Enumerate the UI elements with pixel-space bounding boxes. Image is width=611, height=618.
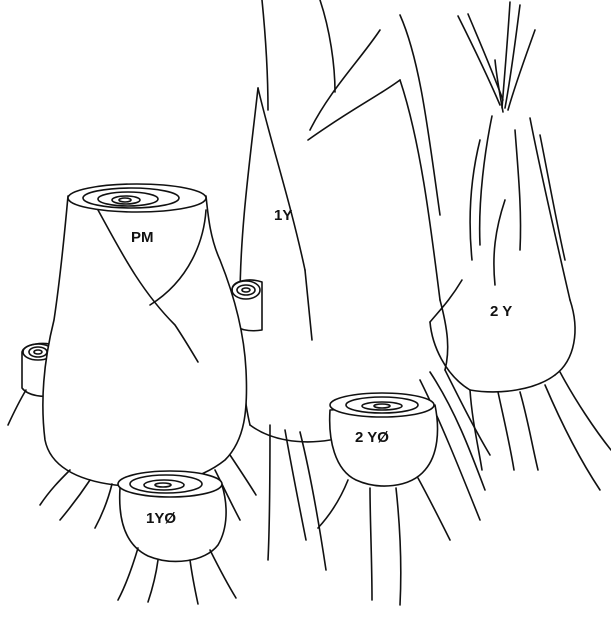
one-year-zero-corm [118,471,236,604]
label-2y-zero: 2 YØ [355,429,389,446]
label-1y: 1Y [274,207,292,224]
two-year-zero-corm [318,393,450,605]
one-year-shoot [240,0,490,570]
label-1y-zero: 1YØ [146,510,176,527]
label-2y: 2 Y [490,303,512,320]
two-year-shoot [430,2,611,490]
label-pm: PM [131,229,154,246]
